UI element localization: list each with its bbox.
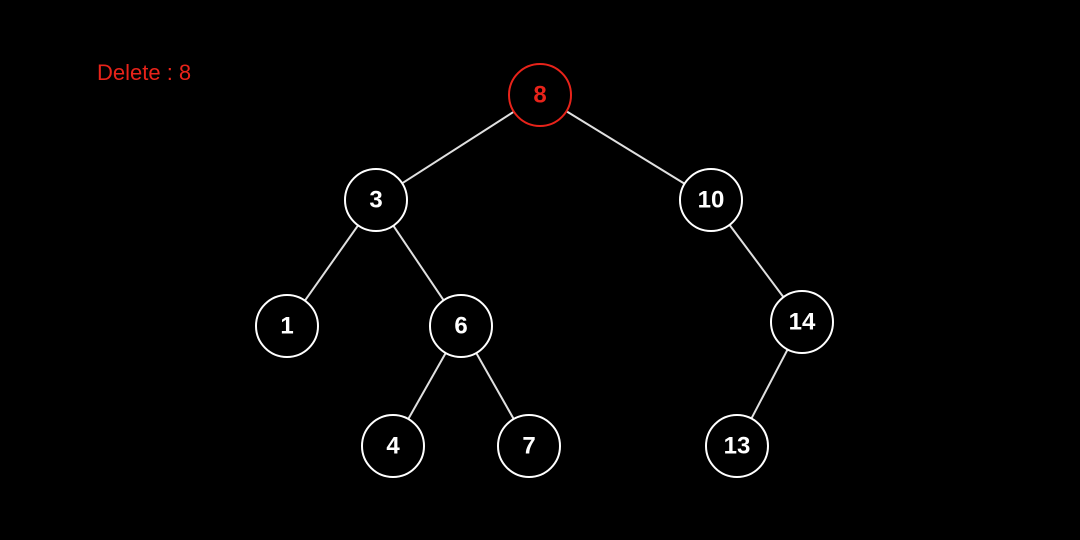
tree-edge-n3-n1 — [304, 224, 359, 302]
node-circle — [508, 63, 572, 127]
tree-node-4: 4 — [361, 414, 425, 478]
tree-node-3: 3 — [344, 168, 408, 232]
node-circle — [429, 294, 493, 358]
node-value-label: 13 — [724, 433, 751, 460]
node-value-label: 14 — [789, 309, 816, 336]
tree-edge-n10-n14 — [728, 224, 785, 298]
node-value-label: 10 — [698, 187, 725, 214]
node-circle — [344, 168, 408, 232]
tree-node-13: 13 — [705, 414, 769, 478]
node-value-label: 7 — [522, 433, 535, 460]
tree-edge-n3-n6 — [392, 225, 445, 301]
node-circle — [497, 414, 561, 478]
tree-nodes: 8 3 10 1 6 14 4 7 13 — [255, 63, 834, 478]
tree-node-1: 1 — [255, 294, 319, 358]
node-value-label: 4 — [386, 433, 400, 460]
tree-edges — [304, 110, 789, 420]
node-value-label: 3 — [369, 187, 382, 214]
tree-node-6: 6 — [429, 294, 493, 358]
node-circle — [705, 414, 769, 478]
node-circle — [255, 294, 319, 358]
node-value-label: 1 — [280, 313, 293, 340]
node-value-label: 8 — [533, 82, 546, 109]
tree-node-10: 10 — [679, 168, 743, 232]
tree-edge-n8-n3 — [401, 110, 515, 185]
tree-edge-n14-n13 — [750, 348, 789, 420]
node-circle — [361, 414, 425, 478]
tree-edge-n8-n10 — [565, 110, 686, 185]
tree-edge-n6-n4 — [407, 352, 447, 420]
node-circle — [679, 168, 743, 232]
tree-node-7: 7 — [497, 414, 561, 478]
tree-node-8: 8 — [508, 63, 572, 127]
node-circle — [770, 290, 834, 354]
operation-label: Delete : 8 — [97, 60, 192, 85]
node-value-label: 6 — [454, 313, 467, 340]
tree-edge-n6-n7 — [475, 352, 515, 420]
tree-node-14: 14 — [770, 290, 834, 354]
